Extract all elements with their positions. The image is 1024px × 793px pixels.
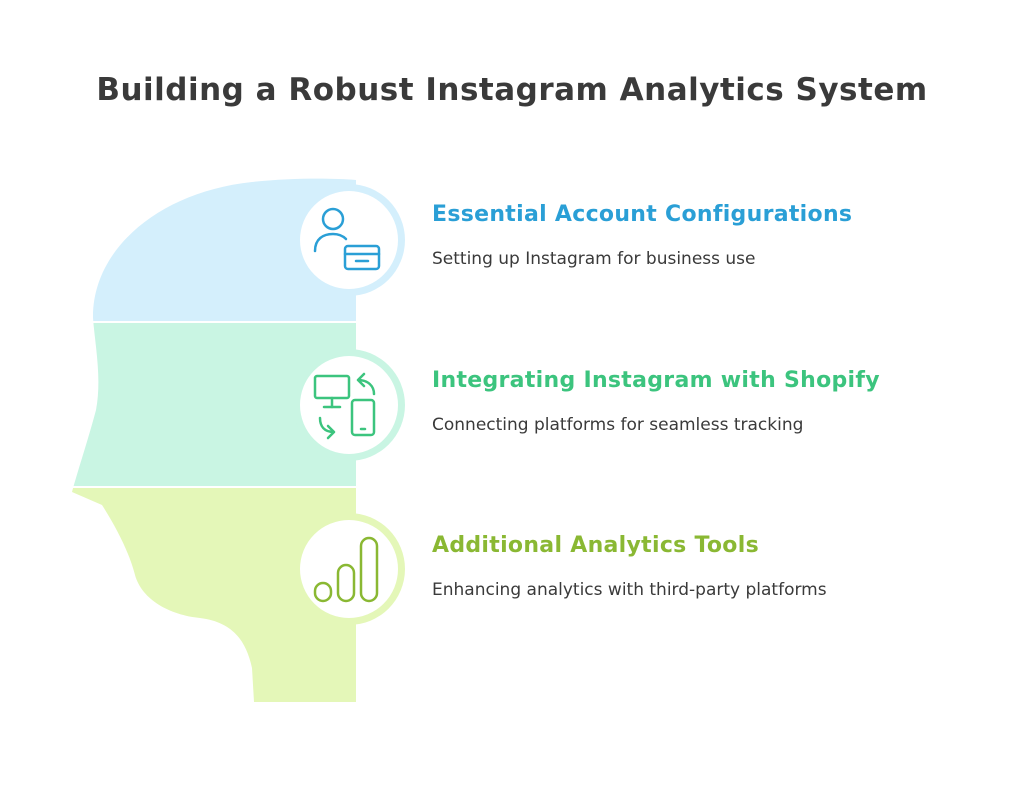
section-1-badge xyxy=(293,184,405,296)
section-2: Integrating Instagram with Shopify Conne… xyxy=(432,368,880,435)
section-1-title: Essential Account Configurations xyxy=(432,202,853,227)
section-1: Essential Account Configurations Setting… xyxy=(432,202,852,269)
user-card-icon xyxy=(313,207,381,271)
device-sync-icon xyxy=(313,372,376,440)
section-3-title: Additional Analytics Tools xyxy=(432,533,759,558)
section-2-description: Connecting platforms for seamless tracki… xyxy=(432,415,804,435)
page-title: Building a Robust Instagram Analytics Sy… xyxy=(96,72,928,108)
section-2-badge xyxy=(293,349,405,461)
section-3-description: Enhancing analytics with third-party pla… xyxy=(432,580,827,600)
section-3: Additional Analytics Tools Enhancing ana… xyxy=(432,533,827,600)
section-1-description: Setting up Instagram for business use xyxy=(432,249,756,269)
bar-chart-icon xyxy=(313,536,379,603)
section-3-badge xyxy=(293,513,405,625)
section-2-title: Integrating Instagram with Shopify xyxy=(432,368,880,393)
